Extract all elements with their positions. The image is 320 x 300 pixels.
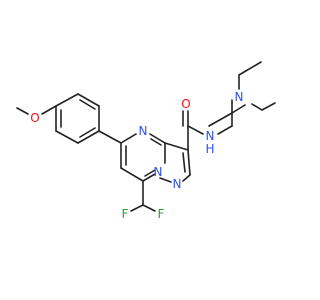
bridgehead-nitrogen-label: N: [154, 165, 163, 179]
atom-labels: O N N N O N H N F F: [30, 90, 243, 221]
bond: [79, 127, 96, 138]
bond: [79, 99, 96, 110]
bond: [77, 130, 100, 144]
bond: [98, 130, 122, 144]
bond: [164, 142, 189, 151]
amide-nitrogen-label: N: [206, 129, 215, 143]
amine-nitrogen-label: N: [235, 90, 244, 104]
structure-drawing: O N N N O N H N F F: [16, 61, 276, 221]
bond: [16, 107, 29, 115]
bond: [130, 204, 144, 212]
bond: [55, 93, 79, 107]
amide-hydrogen-label: H: [205, 142, 214, 156]
bond: [149, 133, 166, 144]
bond: [208, 112, 233, 127]
bond: [217, 125, 233, 135]
amide-oxygen-label: O: [181, 97, 190, 111]
bond: [251, 103, 263, 111]
pyrimidine-nitrogen-label: N: [139, 124, 148, 138]
bonds: [16, 61, 276, 212]
bond: [187, 149, 191, 176]
bond: [261, 102, 276, 111]
bond: [120, 167, 144, 182]
bond: [231, 104, 246, 114]
bond: [142, 173, 156, 182]
bond: [142, 204, 156, 212]
pyrazole-nitrogen-label: N: [173, 177, 182, 191]
bond: [182, 152, 186, 173]
bond: [41, 105, 57, 115]
bond: [120, 133, 137, 144]
bond: [159, 177, 172, 183]
bond: [77, 93, 100, 107]
fluorine-left-label: F: [122, 207, 129, 221]
bond: [150, 138, 162, 146]
bond: [187, 125, 204, 135]
bond: [144, 169, 156, 177]
bond: [182, 174, 191, 182]
bond: [55, 130, 79, 144]
molecule-canvas: O N N N O N H N F F: [16, 61, 276, 221]
fluorine-right-label: F: [158, 207, 165, 221]
methoxy-oxygen-label: O: [30, 111, 39, 125]
bond: [238, 61, 262, 76]
